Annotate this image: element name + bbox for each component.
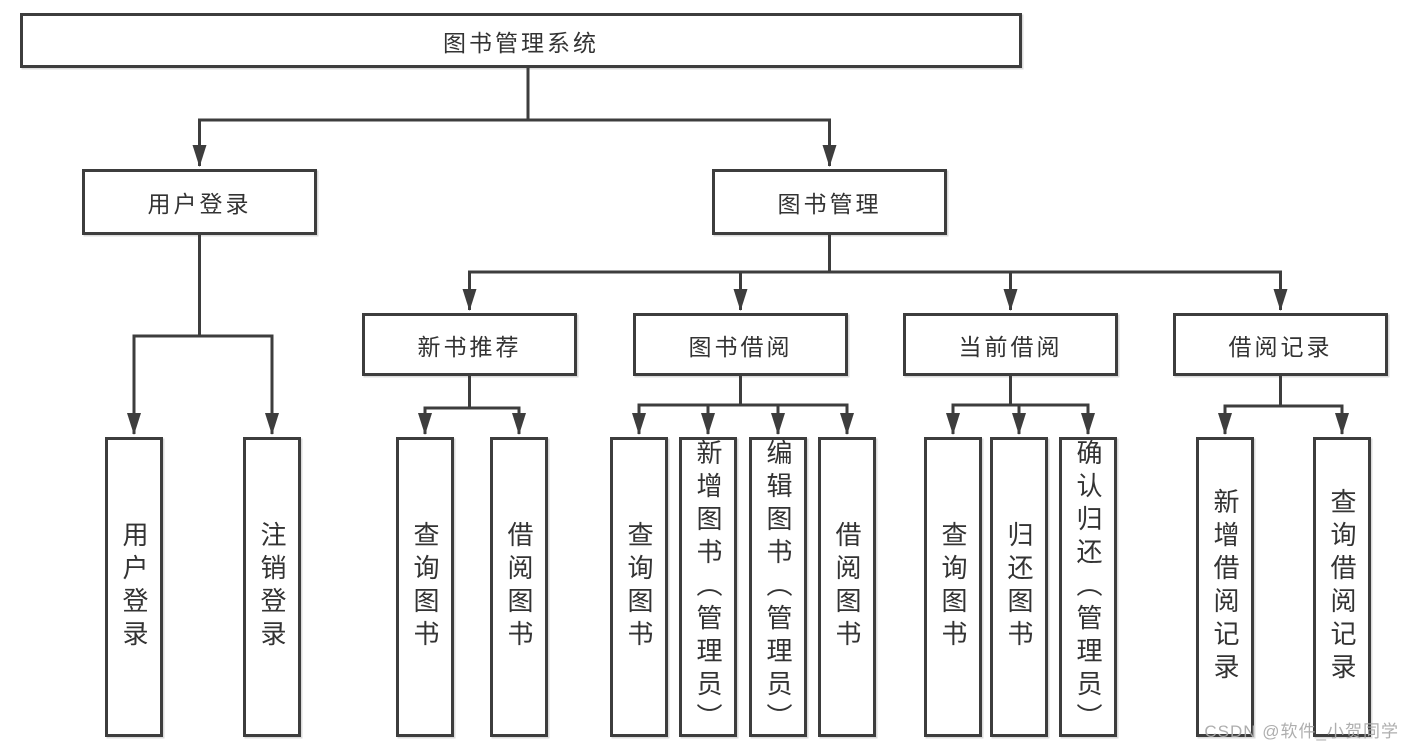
leaf-label: 注销登录 [257,521,287,653]
connector-book-borrow-group [632,376,854,435]
connector-borrow-record-group [1218,376,1349,435]
node-borrow-records: 借阅记录 [1173,313,1388,376]
leaf-label: 新增图书（管理员） [693,438,723,736]
node-book-borrow: 图书借阅 [633,313,848,376]
leaf-borrow-books: 借阅图书 [818,437,876,737]
leaf-label: 查询借阅记录 [1327,488,1357,686]
leaf-add-books-admin: 新增图书（管理员） [679,437,737,737]
node-new-book-recommend: 新书推荐 [362,313,577,376]
node-label: 图书借阅 [688,333,793,360]
leaf-user-login: 用户登录 [105,437,163,737]
connector-user-login-group [127,235,279,435]
leaf-query-books-recommend: 查询图书 [396,437,454,737]
leaf-logout-login: 注销登录 [243,437,301,737]
leaf-label: 确认归还（管理员） [1073,438,1103,736]
csdn-watermark: CSDN @软件_小贺同学 [1204,722,1399,741]
leaf-label: 查询图书 [624,521,654,653]
leaf-label: 查询图书 [410,521,440,653]
leaf-borrow-books-recommend: 借阅图书 [490,437,548,737]
node-library-management-system: 图书管理系统 [20,13,1022,68]
leaf-query-borrow-record: 查询借阅记录 [1313,437,1371,737]
leaf-label: 用户登录 [119,521,149,653]
leaf-label: 新增借阅记录 [1210,488,1240,686]
node-book-management: 图书管理 [712,169,947,235]
leaf-label: 归还图书 [1004,521,1034,653]
node-label: 用户登录 [147,191,252,217]
leaf-label: 编辑图书（管理员） [763,438,793,736]
node-label: 新书推荐 [417,333,522,360]
node-user-login: 用户登录 [82,169,317,235]
leaf-return-books: 归还图书 [990,437,1048,737]
node-label: 图书管理 [777,191,882,217]
node-label: 借阅记录 [1228,333,1333,360]
connector-book-management-group [462,235,1288,311]
leaf-query-books-current: 查询图书 [924,437,982,737]
connector-root-group [192,68,837,167]
connector-new-book-group [418,376,526,435]
leaf-confirm-return-admin: 确认归还（管理员） [1059,437,1117,737]
leaf-query-books-borrow: 查询图书 [610,437,668,737]
node-current-borrow: 当前借阅 [903,313,1118,376]
node-label: 图书管理系统 [443,29,599,56]
leaf-label: 借阅图书 [832,521,862,653]
connector-current-borrow-group [946,376,1095,435]
node-label: 当前借阅 [958,333,1063,360]
leaf-edit-books-admin: 编辑图书（管理员） [749,437,807,737]
leaf-label: 借阅图书 [504,521,534,653]
leaf-add-borrow-record: 新增借阅记录 [1196,437,1254,737]
leaf-label: 查询图书 [938,521,968,653]
